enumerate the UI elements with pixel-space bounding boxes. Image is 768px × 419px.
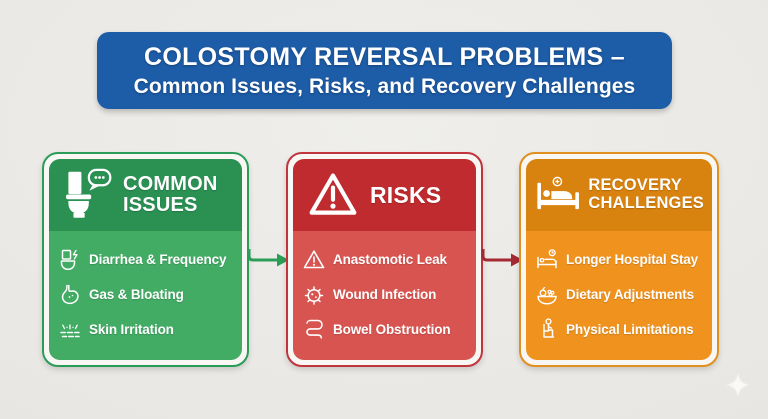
list-item: Dietary Adjustments xyxy=(535,283,706,307)
card-recovery-challenges-header: RECOVERY CHALLENGES xyxy=(526,159,712,231)
list-item-label: Gas & Bloating xyxy=(89,287,184,302)
card-recovery-challenges-title: RECOVERY CHALLENGES xyxy=(588,176,704,212)
stomach-icon xyxy=(61,284,79,304)
intestine-icon xyxy=(306,319,323,339)
list-item-label: Bowel Obstruction xyxy=(333,321,451,337)
hospital-bed-clock-icon xyxy=(537,249,557,268)
warning-triangle-small-icon xyxy=(303,250,325,269)
page-subtitle: Common Issues, Risks, and Recovery Chall… xyxy=(133,74,636,98)
sparkle-icon xyxy=(726,373,750,397)
list-item: Skin Irritation xyxy=(58,317,236,341)
card-recovery-challenges: RECOVERY CHALLENGES Longer Hospital Stay xyxy=(519,152,719,367)
list-item: Anastomotic Leak xyxy=(302,248,470,272)
list-item-label: Dietary Adjustments xyxy=(566,287,694,302)
list-item: Wound Infection xyxy=(302,283,470,307)
card-risks-body: Anastomotic Leak Wound Infection Bowel O… xyxy=(293,231,476,360)
list-item-label: Wound Infection xyxy=(333,287,437,302)
list-item: Gas & Bloating xyxy=(58,283,236,307)
toilet-chat-icon xyxy=(66,168,112,218)
toilet-lightning-icon xyxy=(60,249,78,270)
list-item: Longer Hospital Stay xyxy=(535,248,706,272)
card-common-issues: COMMON ISSUES Diarrhea & Frequency G xyxy=(42,152,249,367)
list-item-label: Diarrhea & Frequency xyxy=(89,252,227,268)
warning-triangle-icon xyxy=(309,173,357,215)
arrow-common-to-risks xyxy=(246,249,292,271)
card-common-issues-header: COMMON ISSUES xyxy=(49,159,242,231)
card-risks: RISKS Anastomotic Leak Wound Infe xyxy=(286,152,483,367)
germ-icon xyxy=(304,285,324,305)
skin-irritation-icon xyxy=(60,324,80,338)
list-item-label: Anastomotic Leak xyxy=(333,252,447,268)
list-item-label: Skin Irritation xyxy=(89,321,174,337)
card-risks-header: RISKS xyxy=(293,159,476,231)
list-item-label: Physical Limitations xyxy=(566,321,694,337)
diet-bowl-icon xyxy=(537,286,557,305)
card-common-issues-title: COMMON ISSUES xyxy=(123,172,218,216)
person-sitting-icon xyxy=(543,318,555,338)
arrow-risks-to-recovery xyxy=(480,249,526,271)
hospital-bed-icon xyxy=(537,176,579,209)
card-common-issues-body: Diarrhea & Frequency Gas & Bloating xyxy=(49,231,242,360)
card-recovery-challenges-body: Longer Hospital Stay Dietary Adjustments xyxy=(526,231,712,360)
page-title: COLOSTOMY REVERSAL PROBLEMS – xyxy=(143,42,625,71)
card-risks-title: RISKS xyxy=(370,181,442,208)
list-item: Diarrhea & Frequency xyxy=(58,248,236,272)
list-item: Bowel Obstruction xyxy=(302,317,470,341)
list-item: Physical Limitations xyxy=(535,317,706,341)
title-banner: COLOSTOMY REVERSAL PROBLEMS – Common Iss… xyxy=(97,32,672,109)
list-item-label: Longer Hospital Stay xyxy=(566,252,699,268)
